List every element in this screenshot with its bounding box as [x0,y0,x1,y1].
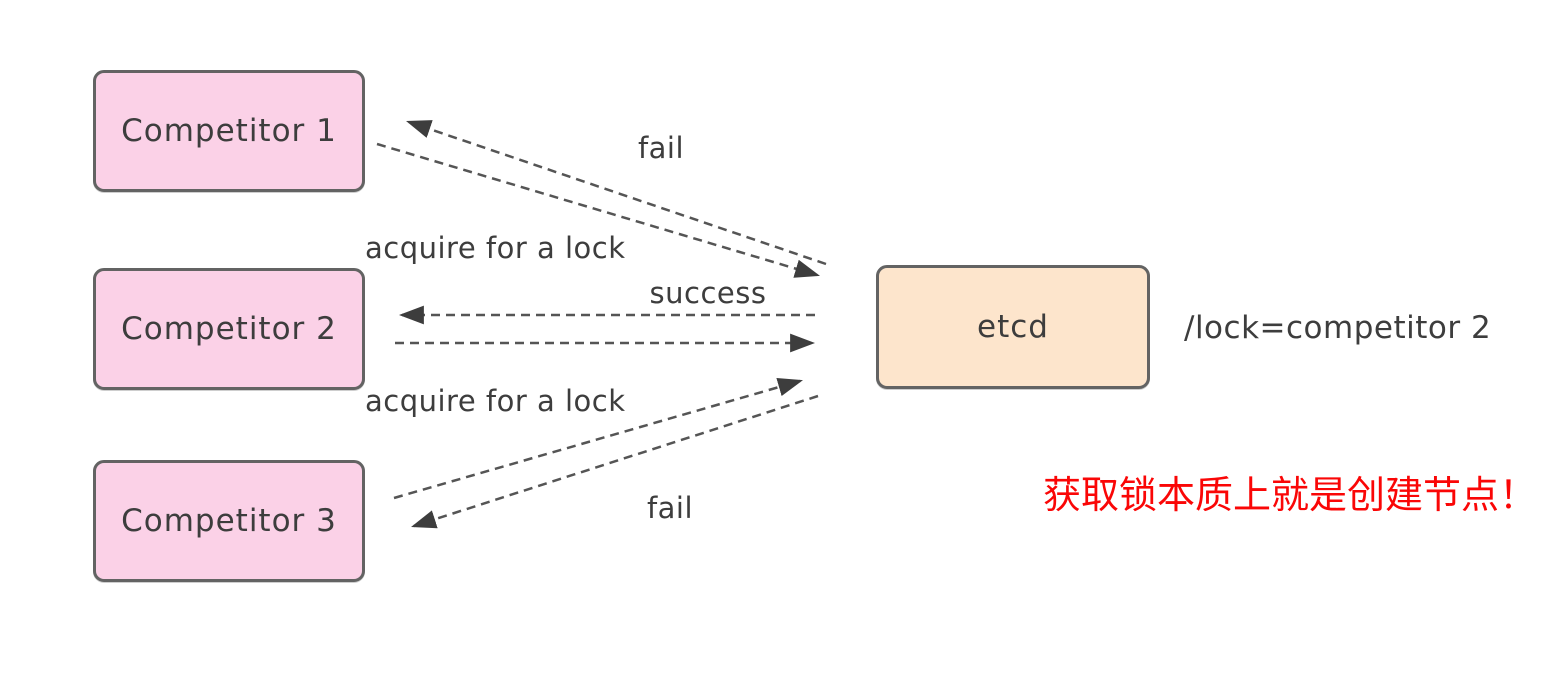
node-etcd: etcd [876,265,1150,389]
edge-label-acquire-competitor3: acquire for a lock [365,384,626,418]
edge-label-fail-bottom: fail [646,491,694,525]
node-etcd-label: etcd [977,309,1049,345]
node-competitor3: Competitor 3 [93,460,365,582]
edge-label-acquire-competitor2: acquire for a lock [365,231,626,265]
node-competitor2: Competitor 2 [93,268,365,390]
node-competitor3-label: Competitor 3 [121,503,337,539]
node-competitor1: Competitor 1 [93,70,365,192]
node-competitor2-label: Competitor 2 [121,311,337,347]
edge-label-success: success [649,276,767,310]
node-competitor1-label: Competitor 1 [121,113,337,149]
edge-label-fail-top: fail [637,131,685,165]
red-note-text: 获取锁本质上就是创建节点！ [1043,473,1538,517]
lock-key-value-text: /lock=competitor 2 [1184,310,1492,346]
